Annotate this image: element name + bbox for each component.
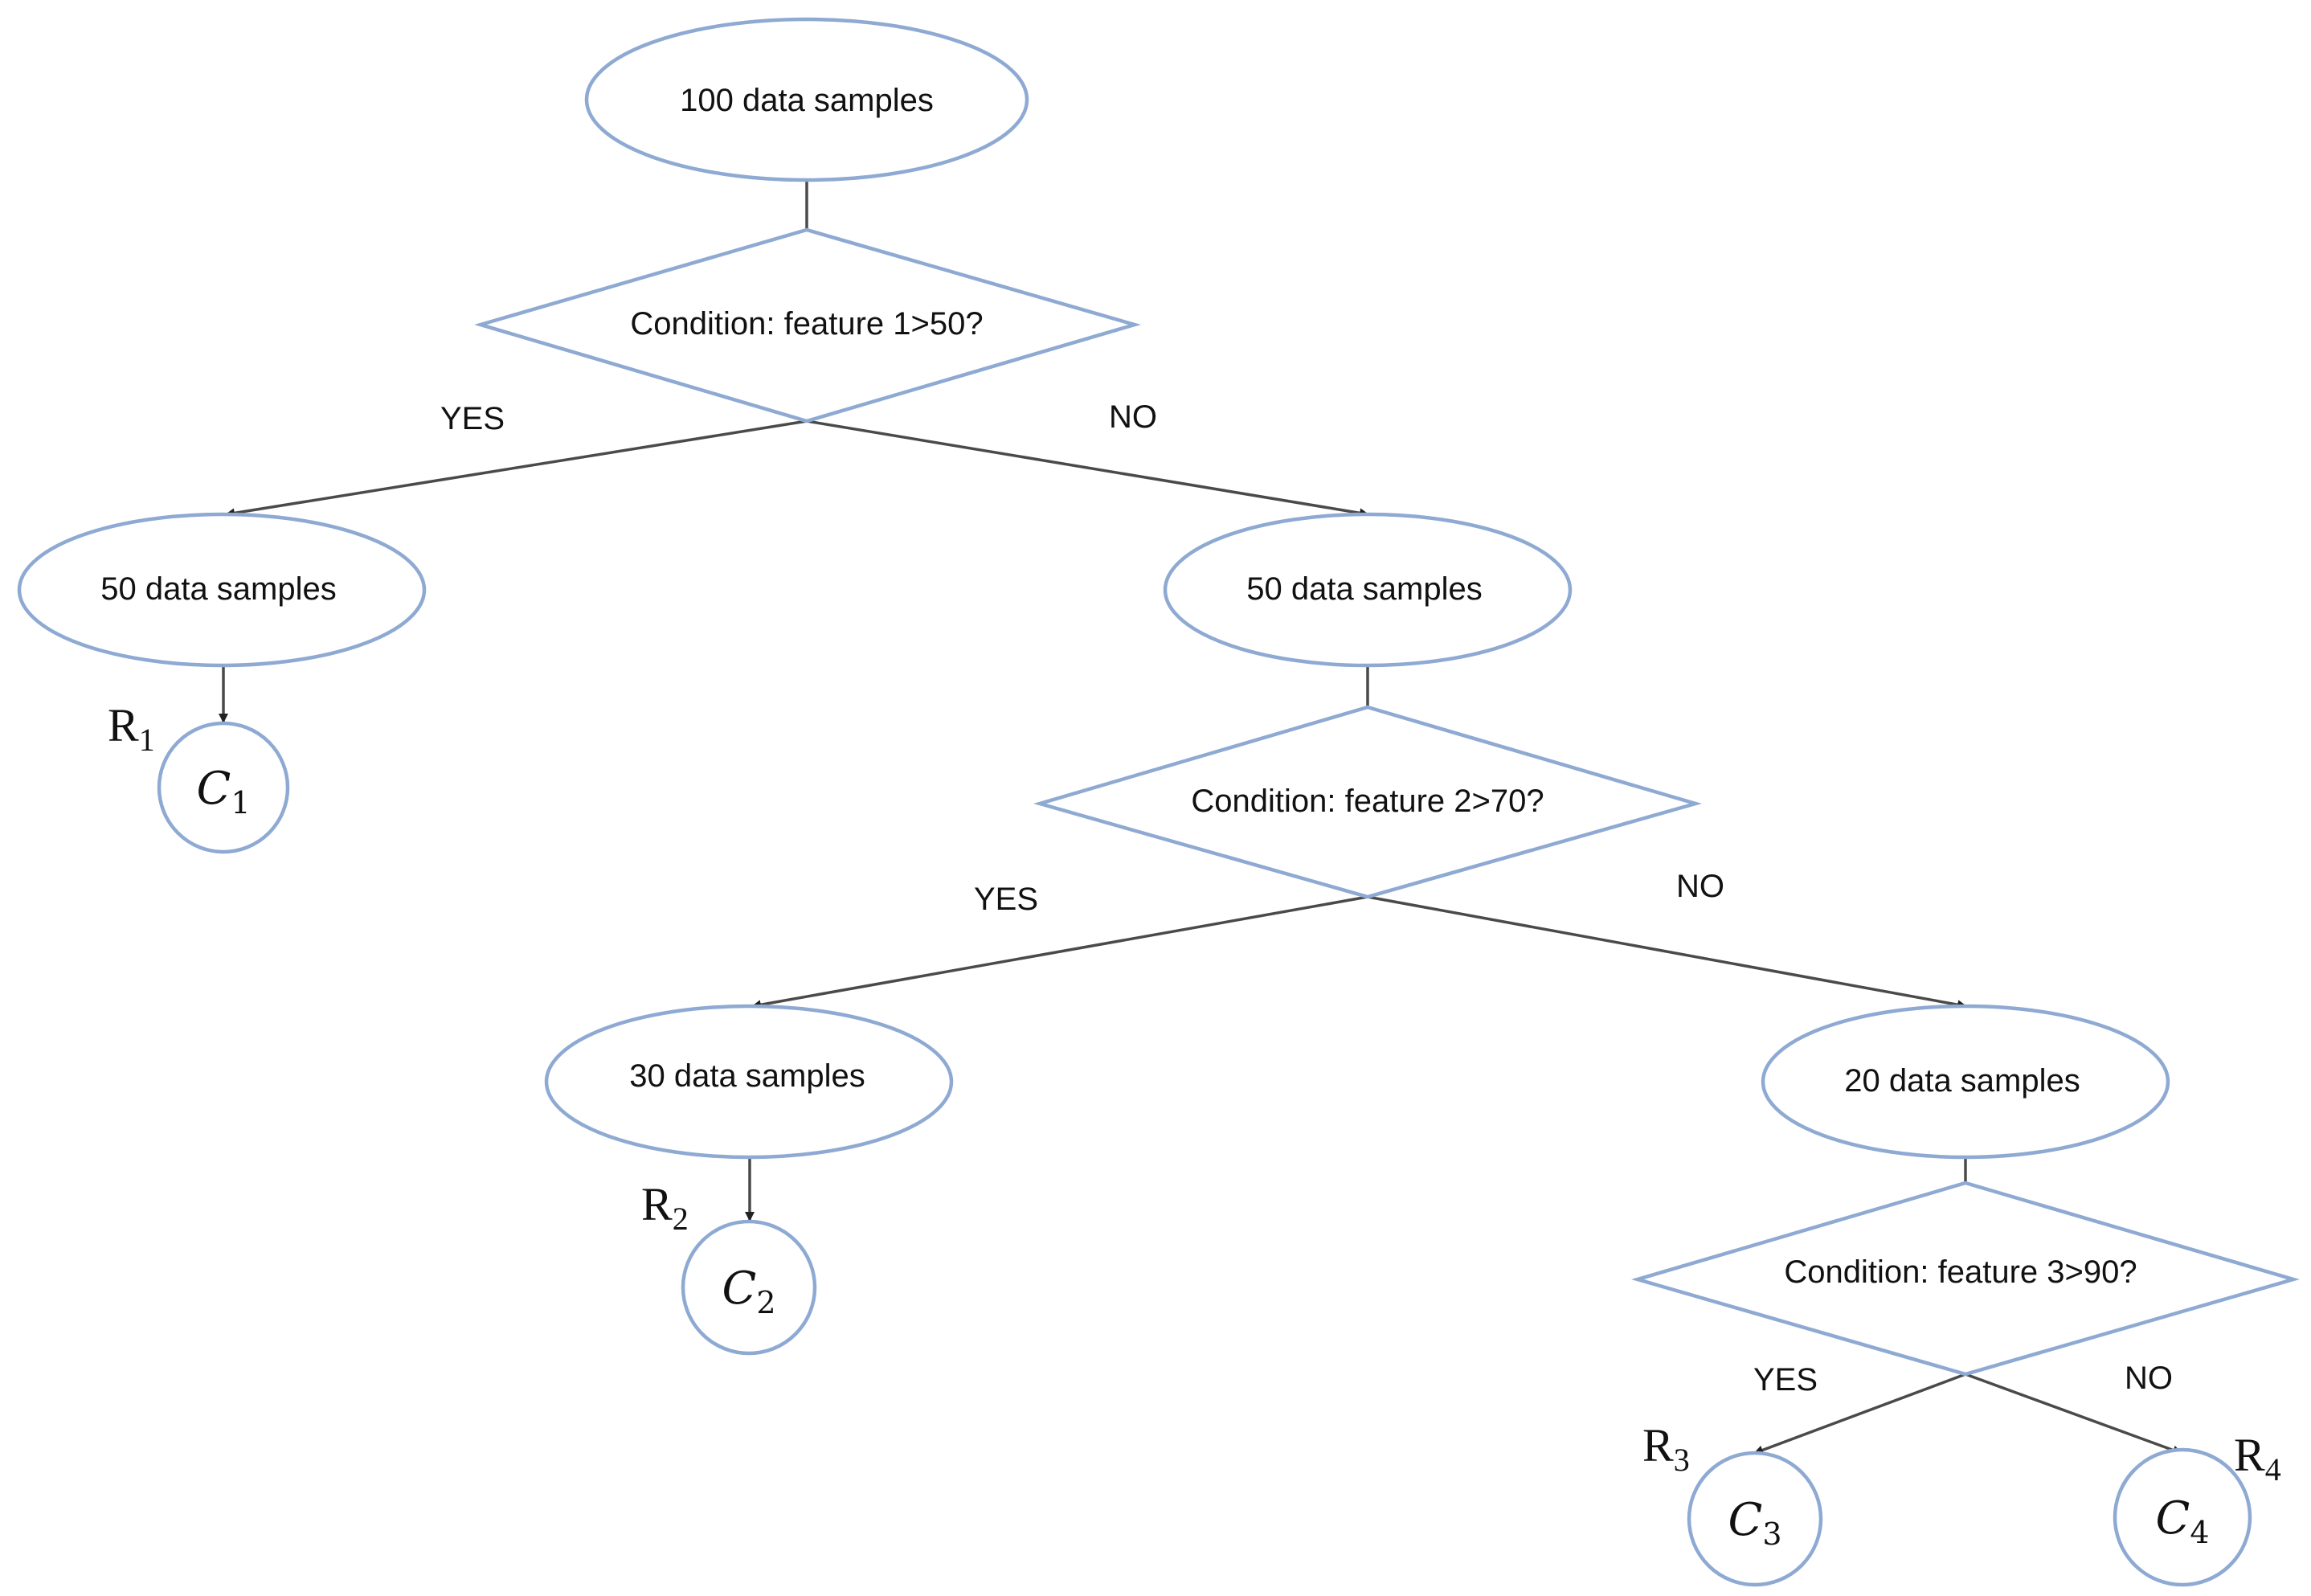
class-c1-node (157, 721, 290, 854)
right-node-2-label: 20 data samples (1844, 1063, 2080, 1099)
edge-yes-3 (1753, 1373, 1966, 1455)
edge-no-3 (1965, 1373, 2182, 1455)
class-c3-label: C3 (1728, 1494, 1781, 1552)
class-c4-label: C4 (2155, 1492, 2209, 1550)
root-node (584, 17, 1029, 182)
condition-2-diamond (1033, 705, 1703, 899)
class-c3-node (1687, 1451, 1823, 1587)
edge-yes-3-label: YES (1753, 1362, 1818, 1398)
edge-yes-2 (751, 895, 1368, 1010)
right-node-1 (1163, 512, 1573, 668)
class-c2-label: C2 (722, 1262, 775, 1320)
edge-no-3-label: NO (2125, 1361, 2173, 1396)
edge-no-1-label: NO (1109, 399, 1157, 435)
left-node-2 (544, 1004, 954, 1160)
left-node-1-label: 50 data samples (100, 571, 337, 607)
right-node-1-label: 50 data samples (1246, 571, 1483, 607)
edge-yes-1 (225, 419, 808, 518)
region-r3-label: R3 (1642, 1419, 1690, 1478)
edge-no-2 (1367, 895, 1967, 1010)
region-r4-label: R4 (2234, 1429, 2281, 1488)
edge-no-1 (806, 419, 1369, 518)
condition-3-diamond (1630, 1181, 2301, 1377)
condition-3-label: Condition: feature 3>90? (1784, 1254, 2137, 1290)
condition-1-diamond (474, 227, 1142, 424)
root-node-label: 100 data samples (680, 83, 934, 118)
right-node-2 (1761, 1004, 2170, 1160)
edge-yes-2-label: YES (974, 882, 1038, 917)
condition-2-label: Condition: feature 2>70? (1191, 784, 1544, 819)
class-c4-node (2113, 1447, 2252, 1587)
region-r1-label: R1 (108, 699, 155, 758)
region-r2-label: R2 (641, 1178, 689, 1237)
edge-yes-1-label: YES (440, 401, 505, 436)
class-c1-label: C1 (196, 763, 250, 821)
edge-no-2-label: NO (1676, 869, 1724, 904)
condition-1-label: Condition: feature 1>50? (630, 306, 983, 342)
left-node-1 (17, 512, 427, 668)
class-c2-node (681, 1219, 817, 1356)
left-node-2-label: 30 data samples (629, 1058, 865, 1094)
